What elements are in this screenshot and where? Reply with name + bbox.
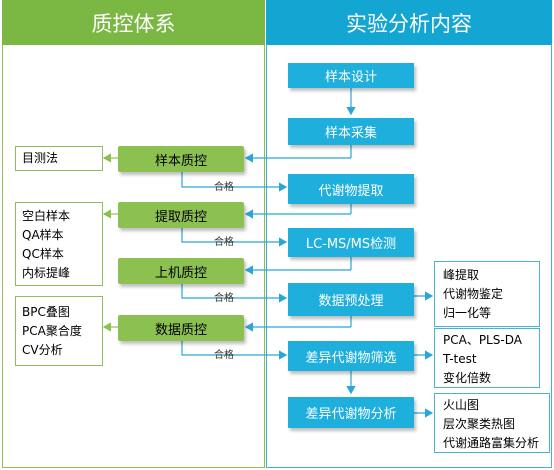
note-item: 内标提峰 <box>22 266 71 280</box>
note-item: 空白样本 <box>22 209 71 223</box>
note-item: 火山图 <box>443 398 480 412</box>
qc-extraction: 提取质控 <box>118 202 244 228</box>
step-differential-screening: 差异代谢物筛选 <box>288 341 414 371</box>
qc-note-sample: 目测法 <box>15 146 103 171</box>
note-item: 代谢物鉴定 <box>443 287 504 301</box>
pass-label: 合格 <box>214 293 234 304</box>
step-sample-collection: 样本采集 <box>288 118 414 145</box>
step-sample-design: 样本设计 <box>288 63 414 88</box>
analysis-content-header: 实验分析内容 <box>266 0 552 45</box>
note-item: QC样本 <box>22 247 64 261</box>
note-item: 层次聚类热图 <box>443 417 516 431</box>
qc-instrument: 上机质控 <box>118 258 244 284</box>
note-item: 归一化等 <box>443 306 492 320</box>
note-item: 代谢通路富集分析 <box>443 436 540 450</box>
note-item: PCA聚合度 <box>22 324 82 338</box>
pass-label: 合格 <box>214 182 234 193</box>
qc-system-header: 质控体系 <box>2 0 265 45</box>
note-item: QA样本 <box>22 228 64 242</box>
analysis-note-analysis: 火山图 层次聚类热图 代谢通路富集分析 <box>434 393 550 453</box>
pass-label: 合格 <box>214 350 234 361</box>
step-metabolite-extraction: 代谢物提取 <box>288 174 414 204</box>
qc-data: 数据质控 <box>118 315 244 341</box>
note-item: 目测法 <box>22 151 59 165</box>
qc-note-extraction: 空白样本 QA样本 QC样本 内标提峰 <box>15 202 103 286</box>
analysis-note-screening: PCA、PLS-DA T-test 变化倍数 <box>434 328 540 388</box>
qc-sample: 样本质控 <box>118 146 244 172</box>
analysis-note-preprocessing: 峰提取 代谢物鉴定 归一化等 <box>434 261 540 327</box>
note-item: BPC叠图 <box>22 305 70 319</box>
note-item: T-test <box>443 352 477 366</box>
note-item: 峰提取 <box>443 268 480 282</box>
step-data-preprocessing: 数据预处理 <box>288 283 414 316</box>
note-item: 变化倍数 <box>443 371 492 385</box>
note-item: PCA、PLS-DA <box>443 333 522 347</box>
qc-note-data: BPC叠图 PCA聚合度 CV分析 <box>15 296 103 366</box>
pass-label: 合格 <box>214 237 234 248</box>
note-item: CV分析 <box>22 343 63 357</box>
step-lcms-detection: LC-MS/MS检测 <box>288 228 414 257</box>
step-differential-analysis: 差异代谢物分析 <box>288 397 414 428</box>
